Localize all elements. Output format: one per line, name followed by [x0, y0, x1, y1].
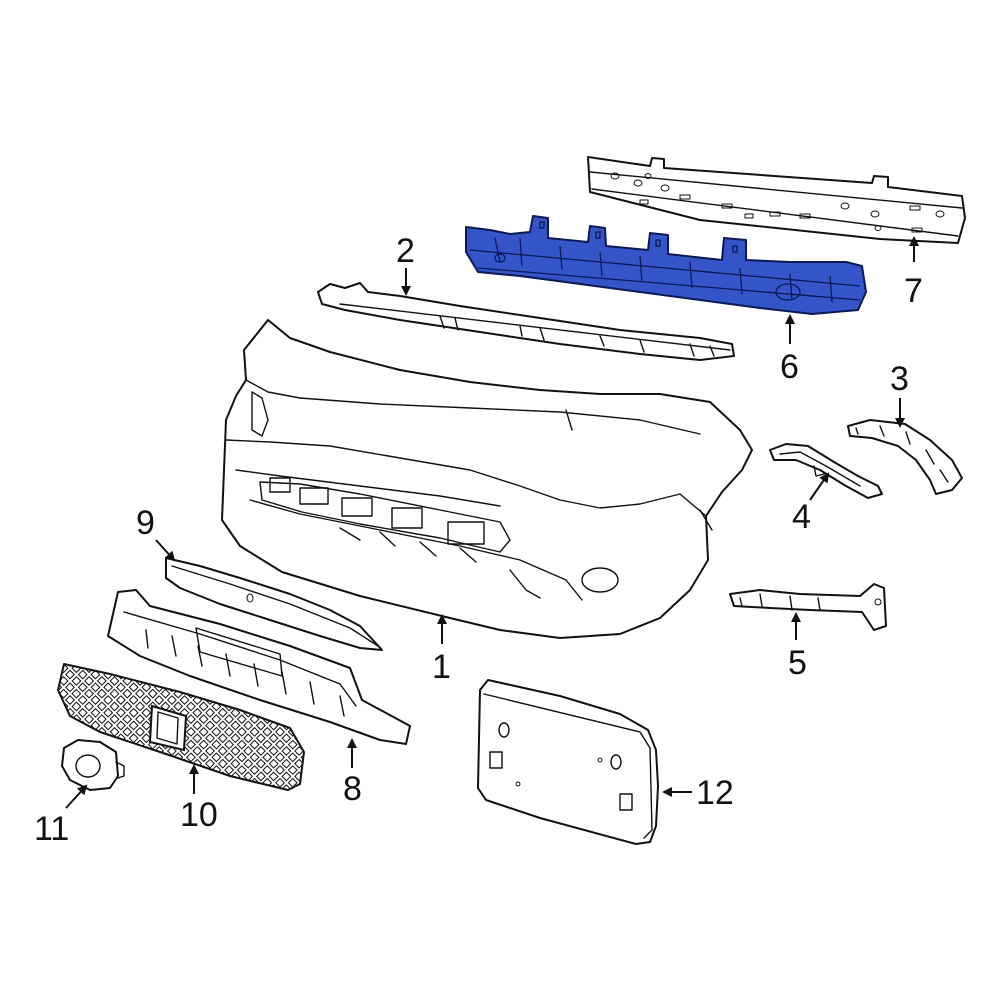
part-3-bracket[interactable]: [847, 419, 963, 495]
callout-8: 8: [343, 770, 362, 808]
callout-12: 12: [696, 774, 734, 812]
leader-lines: [65, 236, 919, 809]
part-5-bracket[interactable]: [729, 583, 887, 631]
callout-3: 3: [890, 360, 909, 398]
callout-6: 6: [780, 348, 799, 386]
callout-9: 9: [136, 504, 155, 542]
callout-11: 11: [34, 810, 69, 848]
part-7-reinforcement-bar[interactable]: [587, 156, 966, 244]
part-12-license-bracket[interactable]: [477, 679, 659, 845]
callout-10: 10: [180, 796, 218, 834]
part-10-mesh-grille[interactable]: [57, 663, 305, 791]
part-9-molding[interactable]: [165, 557, 383, 651]
callout-4: 4: [792, 498, 811, 536]
part-6-energy-absorber[interactable]: [465, 215, 867, 315]
part-4-bracket[interactable]: [769, 443, 883, 499]
callout-5: 5: [788, 644, 807, 682]
part-8-grille-frame[interactable]: [107, 589, 411, 745]
part-11-bezel[interactable]: [61, 739, 125, 791]
callout-2: 2: [396, 232, 415, 270]
part-1-bumper-cover[interactable]: [221, 319, 753, 639]
part-2-upper-shield[interactable]: [317, 282, 735, 361]
callout-1: 1: [432, 648, 451, 686]
callout-labels: 1 2 3 4 5 6 7 8 9 10 11 12: [34, 232, 923, 848]
callout-7: 7: [904, 272, 923, 310]
